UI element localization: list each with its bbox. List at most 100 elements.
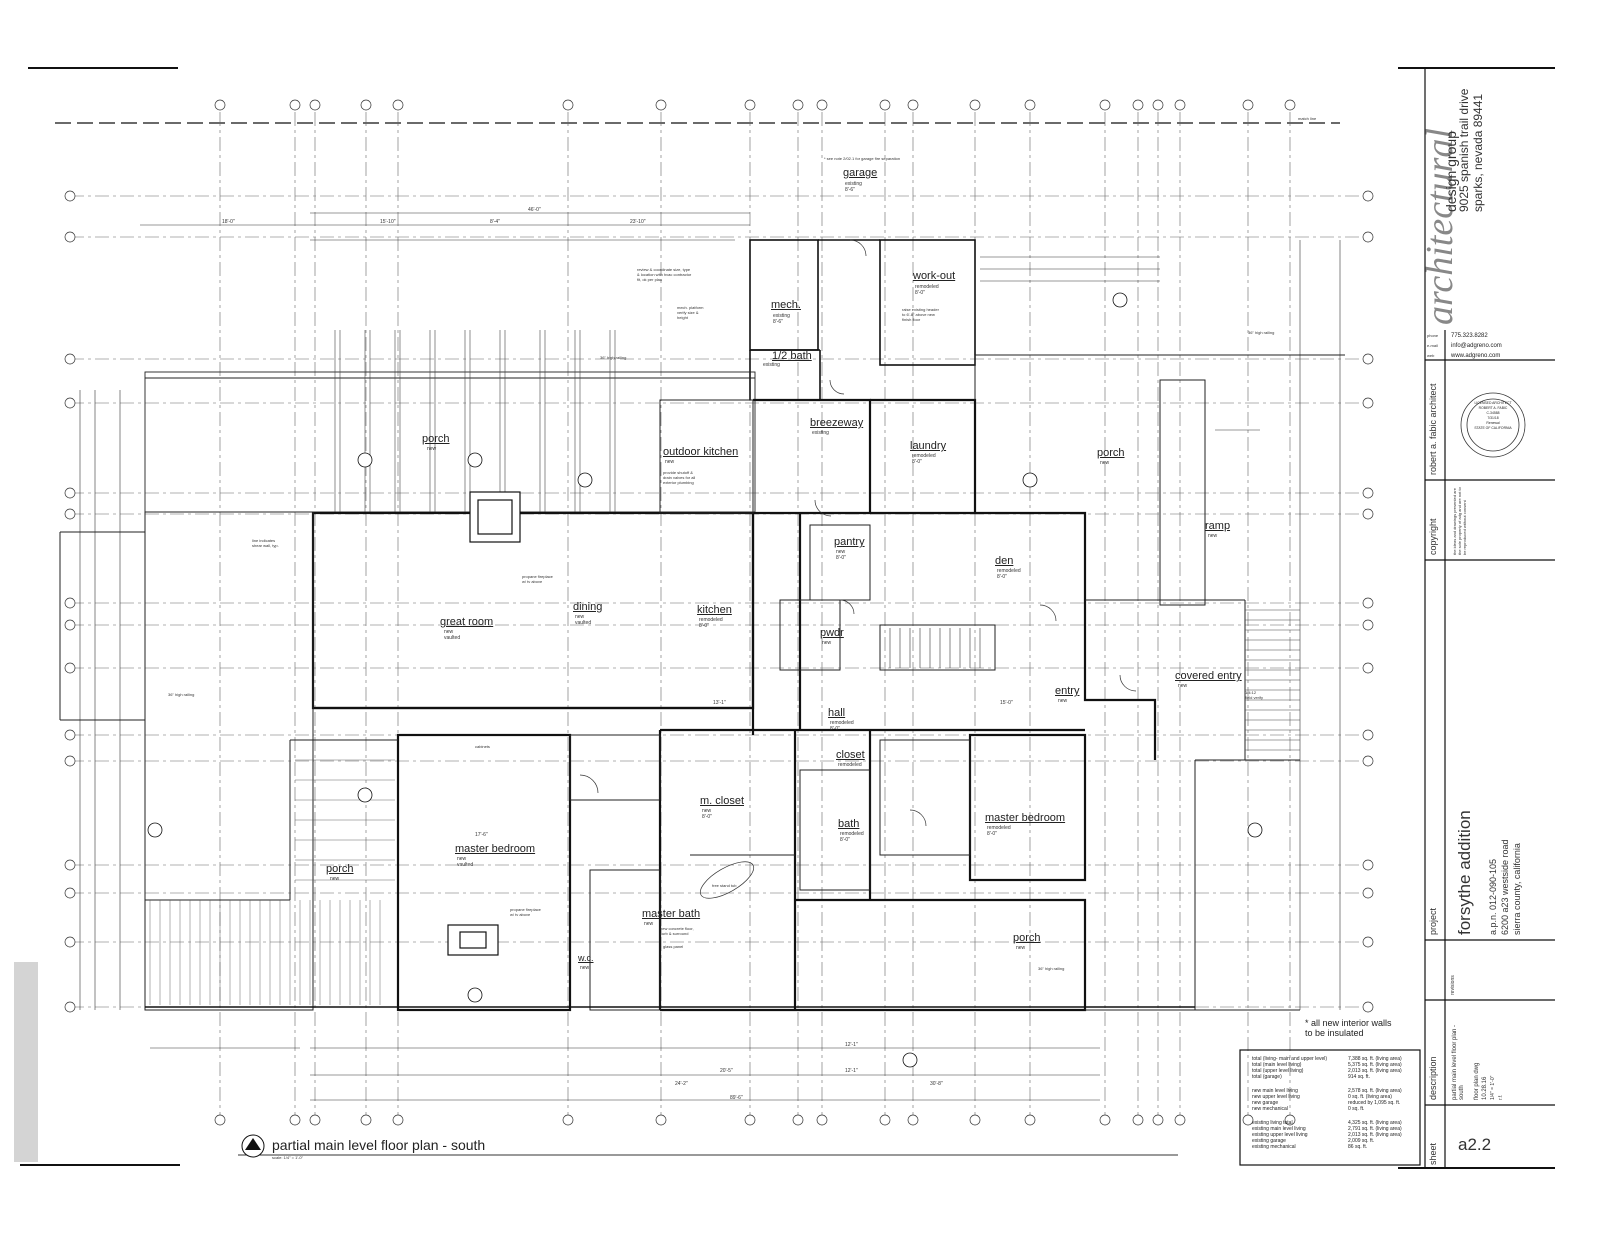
area-row bbox=[1252, 1112, 1417, 1120]
dim-overall-12: 13'-1" bbox=[713, 700, 726, 706]
dim-overall-7: 24'-2" bbox=[675, 1081, 688, 1087]
project-name: forsythe addition bbox=[1455, 810, 1474, 935]
sheet-date: 10.28.16 bbox=[1482, 1076, 1488, 1100]
grid-bubble bbox=[1099, 99, 1111, 111]
grid-bubble bbox=[907, 1114, 919, 1126]
room-master-bedroom-e-sub: remodeled 8'-0" bbox=[987, 825, 1011, 837]
grid-bubble bbox=[392, 99, 404, 111]
grid-bubble bbox=[1132, 99, 1144, 111]
room-m-closet-sub: new 8'-0" bbox=[702, 808, 712, 820]
dim-overall-4: 8'-4" bbox=[490, 219, 500, 225]
room-closet-sub: remodeled bbox=[838, 762, 862, 768]
grid-bubble bbox=[309, 1114, 321, 1126]
grid-bubble bbox=[309, 99, 321, 111]
dim-overall-1: 46'-0" bbox=[528, 207, 541, 213]
email-value: info@adgreno.com bbox=[1451, 343, 1502, 349]
grid-bubble bbox=[1152, 1114, 1164, 1126]
dim-overall-11: 17'-6" bbox=[475, 832, 488, 838]
grid-bubble bbox=[792, 1114, 804, 1126]
glass-panel-note: glass panel bbox=[663, 944, 684, 949]
slope-note: 1/4:12 field verify bbox=[1245, 690, 1264, 700]
grid-bubble bbox=[1024, 99, 1036, 111]
room-pwdr-sub: new bbox=[822, 640, 832, 646]
sheet-scale: 1/4" = 1'-0" bbox=[1490, 1075, 1496, 1100]
room-laundry: laundry bbox=[910, 440, 947, 452]
grid-bubble bbox=[289, 1114, 301, 1126]
room-pantry: pantry bbox=[834, 536, 865, 548]
room-great-room-sub: new vaulted bbox=[444, 629, 461, 641]
interior-walls-note: * all new interior walls to be insulated bbox=[1305, 1018, 1392, 1038]
shear-wall-note: line indicates shear wall, typ. bbox=[252, 538, 279, 548]
architect-stamp: LICENSED ARCHITECT ROBERT A. FABIC C-345… bbox=[1474, 401, 1512, 430]
sheet-number: a2.2 bbox=[1458, 1135, 1492, 1154]
grid-bubble bbox=[1152, 99, 1164, 111]
dim-overall-14: 15'-0" bbox=[1000, 700, 1013, 706]
room-half-bath: 1/2 bath bbox=[772, 350, 812, 362]
grid-bubble bbox=[879, 1114, 891, 1126]
copyright-label: copyright bbox=[1428, 518, 1438, 555]
description-label: description bbox=[1428, 1056, 1438, 1100]
grid-bubble bbox=[562, 1114, 574, 1126]
grid-bubble bbox=[392, 1114, 404, 1126]
room-master-bedroom-e: master bedroom bbox=[985, 812, 1066, 824]
grid-bubble bbox=[360, 1114, 372, 1126]
dim-overall-13: 12'-1" bbox=[845, 1042, 858, 1048]
room-breezeway-sub: existing bbox=[812, 430, 829, 436]
room-porch-s: porch bbox=[1013, 932, 1041, 944]
railing-note-3: 36" high railing bbox=[168, 692, 195, 697]
grid-bubble bbox=[1284, 99, 1296, 111]
room-dining-sub: new vaulted bbox=[575, 614, 592, 626]
dim-overall-9: 20'-5" bbox=[720, 1068, 733, 1074]
room-garage: garage bbox=[843, 167, 878, 179]
room-hall: hall bbox=[828, 707, 846, 719]
room-porch-sw: porch bbox=[326, 863, 354, 875]
room-outdoor-kitchen-sub: new bbox=[665, 459, 675, 465]
firm-address-2: sparks, nevada 89441 bbox=[1471, 93, 1485, 212]
room-covered-entry-sub: new bbox=[1178, 683, 1188, 689]
grid-bubble bbox=[879, 99, 891, 111]
room-mech-sub: existing 8'-6" bbox=[773, 313, 790, 325]
room-master-bath-sub: new bbox=[644, 921, 654, 927]
area-row bbox=[1252, 1080, 1417, 1088]
revisions-label: revisions bbox=[1450, 975, 1456, 995]
area-row: total (living- main and upper level)7,38… bbox=[1252, 1056, 1402, 1062]
room-garage-sub: existing 8'-6" bbox=[845, 181, 862, 193]
match-line-label: match line bbox=[1298, 116, 1317, 121]
room-mech: mech. bbox=[771, 299, 801, 311]
room-pantry-sub: new 8'-0" bbox=[836, 549, 846, 561]
tub-note: free stand tub bbox=[712, 883, 737, 888]
room-entry-sub: new bbox=[1058, 698, 1068, 704]
room-kitchen-sub: remodeled 8'-0" bbox=[699, 617, 723, 629]
room-porch-sw-sub: new bbox=[330, 876, 340, 882]
project-label: project bbox=[1428, 907, 1438, 935]
copyright-text: the ideas and drawings presented are the… bbox=[1452, 487, 1467, 555]
area-row: total (upper level living)2,013 sq. ft. … bbox=[1252, 1068, 1402, 1074]
grid-bubble bbox=[1174, 99, 1186, 111]
room-master-bedroom-w: master bedroom bbox=[455, 843, 536, 855]
area-row: total (garage)914 sq. ft. bbox=[1252, 1074, 1370, 1080]
room-wc: w.c. bbox=[578, 953, 594, 963]
area-row: total (main level living)5,375 sq. ft. (… bbox=[1252, 1062, 1402, 1068]
room-m-closet: m. closet bbox=[700, 795, 745, 807]
architect-label: robert a. fabic architect bbox=[1428, 383, 1438, 475]
room-breezeway: breezeway bbox=[810, 417, 864, 429]
railing-note-2: 36" high railing bbox=[1248, 330, 1275, 335]
grid-bubble bbox=[214, 99, 226, 111]
room-entry: entry bbox=[1055, 685, 1080, 697]
room-outdoor-kitchen: outdoor kitchen bbox=[663, 446, 739, 458]
master-bath-note: new concrete floor, curb & surround bbox=[660, 926, 694, 936]
room-work-out: work-out bbox=[913, 270, 956, 282]
dim-overall-2: 18'-0" bbox=[222, 219, 235, 225]
railing-note-1: 36" high railing bbox=[600, 355, 627, 360]
room-bath: bath bbox=[838, 818, 860, 830]
room-covered-entry: covered entry bbox=[1175, 670, 1242, 682]
mech-note: review & coordinate size, type & locatio… bbox=[637, 267, 692, 282]
plan-title: partial main level floor plan - south bbox=[272, 1137, 486, 1153]
room-half-bath-sub: existing bbox=[763, 362, 780, 368]
grid-bubble bbox=[816, 1114, 828, 1126]
